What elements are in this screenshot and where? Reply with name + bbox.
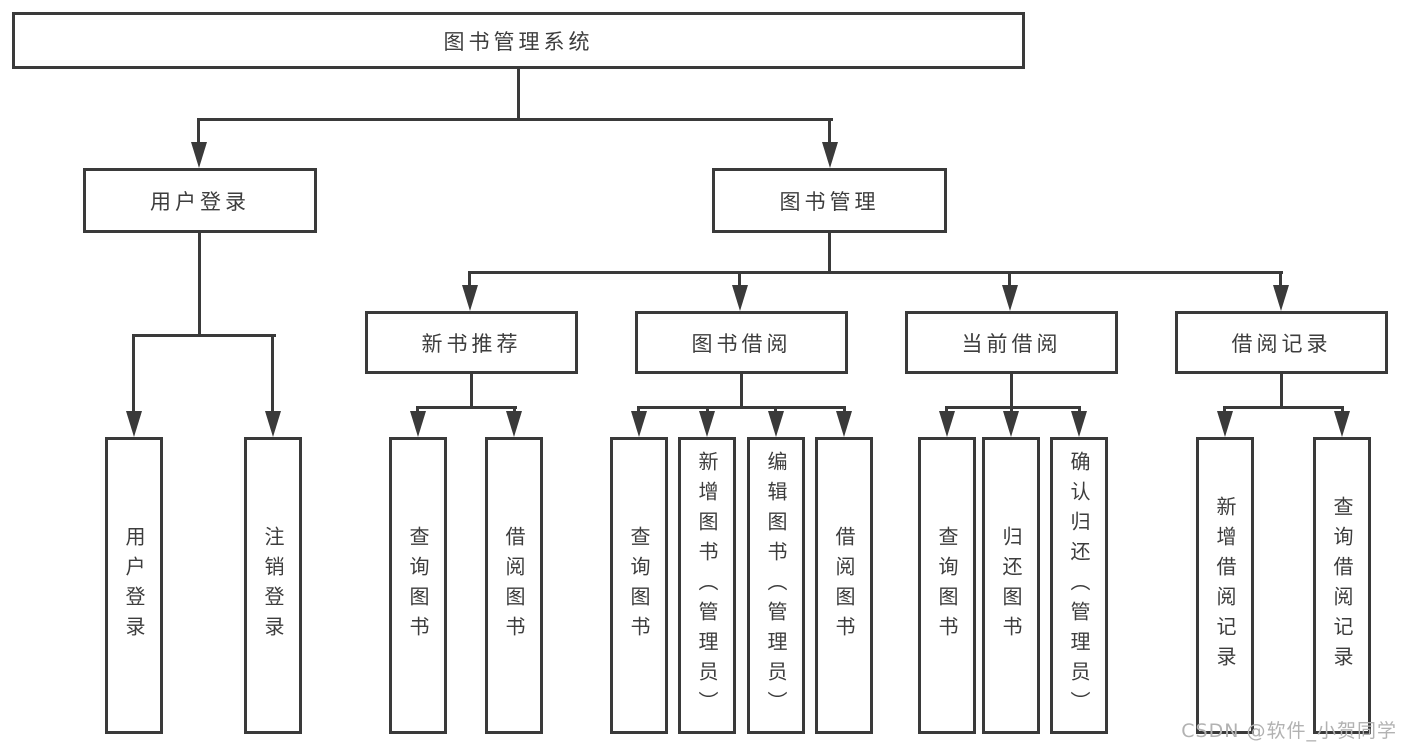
- connector-book-borrow-bar: [637, 406, 846, 409]
- leaf-query-borrow-record-label: 查询借阅记录: [1330, 495, 1354, 676]
- leaf-confirm-return-admin-label: 确认归还（管理员）: [1067, 450, 1091, 721]
- connector-drop-new-book: [468, 271, 471, 289]
- arrow-down-icon: [1003, 411, 1019, 437]
- arrow-down-icon: [768, 411, 784, 437]
- leaf-edit-book-admin-label: 编辑图书（管理员）: [764, 450, 788, 721]
- node-borrow-records-label: 借阅记录: [1231, 331, 1332, 356]
- node-book-management: 图书管理: [712, 168, 947, 233]
- connector-root-stem: [517, 68, 520, 121]
- node-current-borrow: 当前借阅: [905, 311, 1118, 374]
- connector-drop-leaf-logout: [271, 334, 274, 416]
- connector-new-book-stem: [470, 373, 473, 409]
- leaf-add-book-admin-label: 新增图书（管理员）: [695, 450, 719, 721]
- arrow-down-icon: [265, 411, 281, 437]
- arrow-down-icon: [631, 411, 647, 437]
- connector-drop-user-login: [197, 118, 200, 148]
- arrow-down-icon: [939, 411, 955, 437]
- leaf-return-book-label: 归还图书: [999, 525, 1023, 646]
- leaf-borrow-books: 借阅图书: [815, 437, 873, 734]
- connector-book-borrow-stem: [740, 373, 743, 409]
- connector-user-login-stem: [198, 233, 201, 337]
- connector-drop-current-borrow: [1008, 271, 1011, 289]
- node-current-borrow-label: 当前借阅: [961, 331, 1062, 356]
- leaf-return-book: 归还图书: [982, 437, 1040, 734]
- connector-current-borrow-stem: [1010, 373, 1013, 409]
- leaf-borrow-books-label: 借阅图书: [832, 525, 856, 646]
- connector-drop-borrow-records: [1279, 271, 1282, 289]
- arrow-down-icon: [1071, 411, 1087, 437]
- arrow-down-icon: [1002, 285, 1018, 311]
- arrow-down-icon: [1217, 411, 1233, 437]
- arrow-down-icon: [732, 285, 748, 311]
- leaf-query-books-current: 查询图书: [918, 437, 976, 734]
- leaf-logout-label: 注销登录: [261, 525, 285, 646]
- arrow-down-icon: [822, 142, 838, 168]
- arrow-down-icon: [462, 285, 478, 311]
- leaf-user-login: 用户登录: [105, 437, 163, 734]
- leaf-query-books-borrow-label: 查询图书: [627, 525, 651, 646]
- node-book-borrow: 图书借阅: [635, 311, 848, 374]
- arrow-down-icon: [1334, 411, 1350, 437]
- arrow-down-icon: [1273, 285, 1289, 311]
- leaf-add-book-admin: 新增图书（管理员）: [678, 437, 736, 734]
- connector-book-management-bar: [468, 271, 1283, 274]
- leaf-confirm-return-admin: 确认归还（管理员）: [1050, 437, 1108, 734]
- leaf-query-books-current-label: 查询图书: [935, 525, 959, 646]
- node-book-borrow-label: 图书借阅: [691, 331, 792, 356]
- leaf-add-borrow-record-label: 新增借阅记录: [1213, 495, 1237, 676]
- node-root: 图书管理系统: [12, 12, 1025, 69]
- leaf-query-books-recommend-label: 查询图书: [406, 525, 430, 646]
- node-user-login-label: 用户登录: [150, 189, 250, 214]
- node-borrow-records: 借阅记录: [1175, 311, 1388, 374]
- leaf-user-login-label: 用户登录: [122, 525, 146, 646]
- connector-borrow-records-bar: [1223, 406, 1344, 409]
- connector-new-book-bar: [416, 406, 517, 409]
- connector-drop-book-management: [828, 118, 831, 148]
- node-root-label: 图书管理系统: [443, 29, 594, 54]
- connector-book-management-stem: [828, 233, 831, 274]
- leaf-add-borrow-record: 新增借阅记录: [1196, 437, 1254, 734]
- arrow-down-icon: [191, 142, 207, 168]
- connector-current-borrow-bar: [945, 406, 1081, 409]
- arrow-down-icon: [836, 411, 852, 437]
- node-new-book-recommend-label: 新书推荐: [421, 331, 522, 356]
- arrow-down-icon: [506, 411, 522, 437]
- connector-drop-leaf-user-login: [132, 334, 135, 416]
- node-user-login: 用户登录: [83, 168, 317, 233]
- leaf-query-books-borrow: 查询图书: [610, 437, 668, 734]
- leaf-borrow-books-recommend: 借阅图书: [485, 437, 543, 734]
- leaf-logout: 注销登录: [244, 437, 302, 734]
- connector-drop-book-borrow: [738, 271, 741, 289]
- connector-borrow-records-stem: [1280, 373, 1283, 409]
- node-book-management-label: 图书管理: [779, 189, 880, 214]
- leaf-query-books-recommend: 查询图书: [389, 437, 447, 734]
- connector-root-bar: [197, 118, 833, 121]
- watermark-text: CSDN @软件_小贺同学: [1181, 720, 1397, 742]
- connector-user-login-bar: [132, 334, 276, 337]
- arrow-down-icon: [126, 411, 142, 437]
- leaf-query-borrow-record: 查询借阅记录: [1313, 437, 1371, 734]
- leaf-borrow-books-recommend-label: 借阅图书: [502, 525, 526, 646]
- arrow-down-icon: [410, 411, 426, 437]
- leaf-edit-book-admin: 编辑图书（管理员）: [747, 437, 805, 734]
- arrow-down-icon: [699, 411, 715, 437]
- node-new-book-recommend: 新书推荐: [365, 311, 578, 374]
